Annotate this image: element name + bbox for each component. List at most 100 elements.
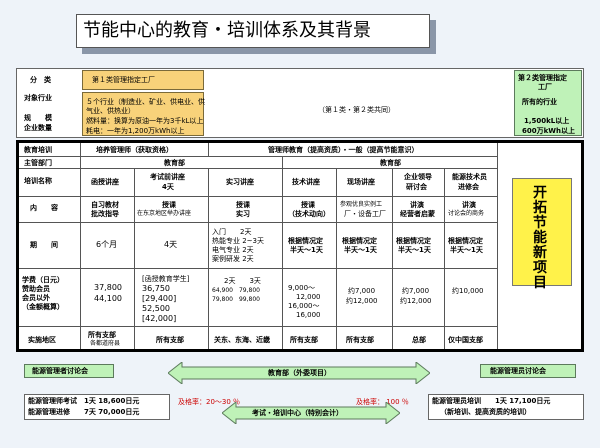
course4-fee4: 16,000 bbox=[296, 311, 321, 319]
dept-2: 教育部 bbox=[380, 159, 401, 167]
left-exam-line2: 能源管理进修 7天 70,000日元 bbox=[28, 408, 140, 416]
row-fee2: 赞助会员 bbox=[22, 285, 50, 293]
course7-fee1: 约10,000 bbox=[452, 287, 484, 295]
row-fee1: 学费（日元） bbox=[22, 276, 64, 284]
edu-b: 管理师教育（提高资质）・一般（提高节能意识） bbox=[268, 146, 419, 154]
left-exam-box bbox=[24, 394, 170, 420]
main-table bbox=[16, 140, 584, 352]
center-arrow-label: 教育部（外委项目） bbox=[268, 369, 331, 377]
course7-content1: 讲演 bbox=[462, 201, 476, 209]
dept-1: 教育部 bbox=[164, 159, 185, 167]
right-exam-line2: （新培训、提高资质的培训） bbox=[440, 408, 531, 416]
course7-content2: 讨论会的商务 bbox=[448, 210, 485, 217]
exam-center-label: 考试・培训中心（特别会计） bbox=[252, 409, 343, 417]
left-meeting-box bbox=[24, 364, 114, 378]
course3-period3: 电气专业 2天 bbox=[212, 246, 254, 254]
course7-period1: 根据情况定 bbox=[448, 237, 483, 245]
edu-a: 培养管理师（获取资格） bbox=[96, 146, 173, 154]
cat1-desc3: 燃料量：换算为原油一年为3千kL以上 bbox=[86, 117, 204, 125]
row-fee4: （金额概算） bbox=[22, 303, 64, 311]
cat1-body bbox=[82, 92, 204, 136]
row-area: 实施地区 bbox=[28, 336, 56, 344]
course5-fee2: 约12,000 bbox=[346, 297, 378, 305]
course6-fee2: 约12,000 bbox=[400, 297, 432, 305]
right-exam-line1: 能源管理员培训 1天 17,100日元 bbox=[432, 397, 551, 405]
course3-period1: 入门 2天 bbox=[212, 228, 252, 236]
course5-content2: 厂・设备工厂 bbox=[344, 210, 386, 218]
label-industry: 对象行业 bbox=[24, 94, 52, 102]
course4-period2: 半天～1天 bbox=[290, 246, 323, 254]
course1-name: 函授讲座 bbox=[91, 178, 119, 186]
side-label: 开拓节能新项目 bbox=[533, 185, 547, 291]
cat2-scale1: 1,500kL以上 bbox=[524, 117, 570, 125]
row-period: 期 间 bbox=[30, 241, 58, 249]
course4-fee2: 12,000 bbox=[296, 293, 321, 301]
course7-name2: 进修会 bbox=[458, 183, 479, 191]
course4-content1: 授课 bbox=[301, 201, 315, 209]
course2-fee5: [42,000] bbox=[142, 314, 177, 323]
course3-fee1: 2天 3天 bbox=[224, 277, 261, 285]
course2-name: 考试前讲座 bbox=[150, 173, 185, 181]
course2-fee1: [函授教育学生] bbox=[142, 275, 190, 283]
course2-fee4: 52,500 bbox=[142, 304, 170, 313]
course3-period4: 案例研发 2天 bbox=[212, 255, 254, 263]
course2-area: 所有支部 bbox=[156, 336, 184, 344]
cat2-scale2: 600万kWh以上 bbox=[522, 127, 575, 135]
page-title: 节能中心的教育・培训体系及其背景 bbox=[76, 14, 430, 48]
course5-fee1: 约7,000 bbox=[348, 287, 376, 295]
course7-period2: 半天～1天 bbox=[450, 246, 483, 254]
course3-content1: 授课 bbox=[236, 201, 250, 209]
course1-area: 所有支部 bbox=[88, 331, 116, 339]
cat2-title: 第２类管理指定 bbox=[518, 74, 567, 82]
course1-area2: 各都道府县 bbox=[90, 340, 121, 347]
course5-area: 所有支部 bbox=[346, 336, 374, 344]
course6-content1: 讲演 bbox=[410, 201, 424, 209]
course5-period2: 半天～1天 bbox=[344, 246, 377, 254]
course2-content2: 在东京地区举办讲座 bbox=[137, 210, 192, 217]
course4-fee3: 16,000～ bbox=[288, 302, 320, 310]
course1-content1: 自习教材 bbox=[91, 201, 119, 209]
row-name: 培训名称 bbox=[24, 177, 52, 185]
course5-name: 现场讲座 bbox=[347, 178, 375, 186]
course3-fee3: 79,800 99,800 bbox=[212, 296, 260, 303]
course4-area: 所有支部 bbox=[290, 336, 318, 344]
label-scale2: 企业数量 bbox=[24, 124, 52, 132]
course5-content1: 参观优良实例工 bbox=[340, 201, 383, 208]
course4-fee1: 9,000～ bbox=[288, 284, 316, 292]
cat2-title2: 工厂 bbox=[538, 83, 552, 91]
course6-content2: 经营者启蒙 bbox=[400, 210, 435, 218]
label-scale: 规 模 bbox=[24, 114, 52, 122]
course3-name: 实习讲座 bbox=[226, 178, 254, 186]
cat1-desc2: 气业、供热业） bbox=[86, 107, 135, 115]
right-meeting-box bbox=[480, 364, 576, 378]
label-category: 分 类 bbox=[30, 76, 51, 84]
course6-name2: 研讨会 bbox=[406, 183, 427, 191]
course1-period: 6个月 bbox=[96, 240, 118, 249]
course2-content1: 授课 bbox=[162, 201, 176, 209]
row-fee3: 会员以外 bbox=[22, 294, 50, 302]
cat1-desc4: 耗电：一年为1,200万kWh以上 bbox=[86, 127, 185, 135]
course6-fee1: 约7,000 bbox=[402, 287, 430, 295]
course2-period: 4天 bbox=[164, 240, 178, 249]
cat2-industry: 所有的行业 bbox=[522, 98, 557, 106]
course4-content2: （技术动向） bbox=[288, 210, 330, 218]
course7-name: 能源技术员 bbox=[452, 173, 487, 181]
course1-fee2: 44,100 bbox=[94, 294, 122, 303]
course3-area: 关东、东海、近畿 bbox=[214, 336, 270, 344]
pass-rate-right: 及格率： 100 ％ bbox=[356, 398, 409, 406]
left-meeting: 能源管理者讨论会 bbox=[32, 367, 88, 375]
right-exam-box bbox=[428, 394, 584, 420]
row-content: 内 容 bbox=[30, 204, 58, 212]
course4-period1: 根据情况定 bbox=[288, 237, 323, 245]
exam-arrow bbox=[222, 402, 400, 424]
course3-fee2: 64,900 79,800 bbox=[212, 287, 260, 294]
pass-rate-left: 及格率：20～30 ％ bbox=[178, 398, 241, 406]
cat1-desc1: ５个行业（制造业、矿业、供电业、供 bbox=[86, 98, 205, 106]
course6-period1: 根据情况定 bbox=[396, 237, 431, 245]
row-education: 教育培训 bbox=[24, 146, 52, 154]
cat1-header bbox=[82, 70, 204, 90]
course3-period2: 热能专业 2~3天 bbox=[212, 237, 264, 245]
course6-name: 企业领导 bbox=[404, 173, 432, 181]
course7-area: 仅中国支部 bbox=[448, 336, 483, 344]
course6-period2: 半天～1天 bbox=[398, 246, 431, 254]
